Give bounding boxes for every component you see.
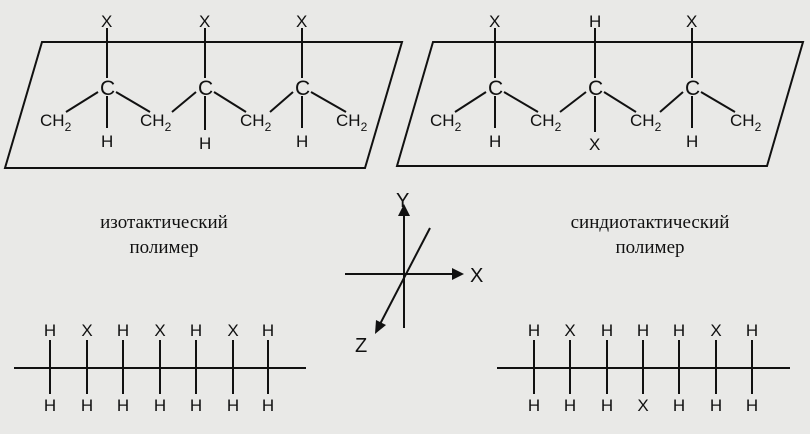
syn-c1: C <box>488 77 503 100</box>
iso-chain-top-6: H <box>262 321 274 340</box>
syn-chain-bottom-3: X <box>637 396 648 415</box>
syn-chain-bottom-1: H <box>564 396 576 415</box>
isotactic-chain: H H X H H H X H H H X H H H <box>44 321 274 415</box>
iso-c2-bottom: H <box>199 134 211 153</box>
syndiotactic-bonds <box>454 28 736 132</box>
iso-ch2-3: CH2 <box>240 111 272 134</box>
iso-chain-top-5: X <box>227 321 238 340</box>
iso-c1-bottom: H <box>101 132 113 151</box>
iso-ch2-4: CH2 <box>336 111 368 134</box>
syndiotactic-caption-line2: полимер <box>615 237 684 258</box>
syn-c1-bottom: H <box>489 132 501 151</box>
isotactic-caption-line2: полимер <box>129 237 198 258</box>
iso-chain-top-3: X <box>154 321 165 340</box>
syn-ch2-4: CH2 <box>730 111 762 134</box>
syn-chain-top-5: X <box>710 321 721 340</box>
syn-c3-top: X <box>686 12 697 31</box>
syndiotactic-chain: H H X H H H H X H H X H H H <box>528 321 758 415</box>
syn-chain-bottom-0: H <box>528 396 540 415</box>
syn-c1-top: X <box>489 12 500 31</box>
iso-chain-top-4: H <box>190 321 202 340</box>
coordinate-axes <box>345 204 464 334</box>
syn-chain-bottom-4: H <box>673 396 685 415</box>
iso-c2-top: X <box>199 12 210 31</box>
y-axis-label: Y <box>396 190 409 212</box>
syn-ch2-3: CH2 <box>630 111 662 134</box>
iso-c1-top: X <box>101 12 112 31</box>
iso-chain-bottom-5: H <box>227 396 239 415</box>
syn-ch2-1: CH2 <box>430 111 462 134</box>
iso-chain-top-0: H <box>44 321 56 340</box>
syn-chain-top-6: H <box>746 321 758 340</box>
isotactic-plane <box>3 41 404 169</box>
syn-chain-top-3: H <box>637 321 649 340</box>
syn-chain-top-1: X <box>564 321 575 340</box>
x-axis-arrow <box>452 268 464 280</box>
iso-c2: C <box>198 77 213 100</box>
iso-chain-bottom-4: H <box>190 396 202 415</box>
iso-chain-bottom-0: H <box>44 396 56 415</box>
isotactic-bonds <box>65 28 347 130</box>
iso-chain-top-1: X <box>81 321 92 340</box>
syn-chain-top-0: H <box>528 321 540 340</box>
syn-ch2-2: CH2 <box>530 111 562 134</box>
z-axis <box>378 227 431 327</box>
iso-c3-bottom: H <box>296 132 308 151</box>
iso-c3: C <box>295 77 310 100</box>
syn-c2: C <box>588 77 603 100</box>
iso-chain-bottom-2: H <box>117 396 129 415</box>
z-axis-arrow <box>375 320 386 334</box>
iso-chain-bottom-1: H <box>81 396 93 415</box>
iso-c1: C <box>100 77 115 100</box>
syn-chain-top-2: H <box>601 321 613 340</box>
syn-chain-top-4: H <box>673 321 685 340</box>
syndiotactic-caption-line1: синдиотактический <box>571 212 730 233</box>
syn-chain-bottom-2: H <box>601 396 613 415</box>
iso-chain-bottom-3: H <box>154 396 166 415</box>
z-axis-label: Z <box>355 335 367 357</box>
isotactic-caption-line1: изотактический <box>100 212 228 233</box>
syn-c2-top: H <box>589 12 601 31</box>
syn-chain-bottom-5: H <box>710 396 722 415</box>
syn-c2-bottom: X <box>589 135 600 154</box>
syn-c3-bottom: H <box>686 132 698 151</box>
syn-c3: C <box>685 77 700 100</box>
iso-chain-top-2: H <box>117 321 129 340</box>
iso-c3-top: X <box>296 12 307 31</box>
iso-chain-bottom-6: H <box>262 396 274 415</box>
syn-chain-bottom-6: H <box>746 396 758 415</box>
y-axis-arrow <box>398 204 410 216</box>
x-axis-label: X <box>470 265 483 287</box>
iso-ch2-2: CH2 <box>140 111 172 134</box>
syndiotactic-plane <box>395 41 805 167</box>
iso-ch2-1: CH2 <box>40 111 72 134</box>
